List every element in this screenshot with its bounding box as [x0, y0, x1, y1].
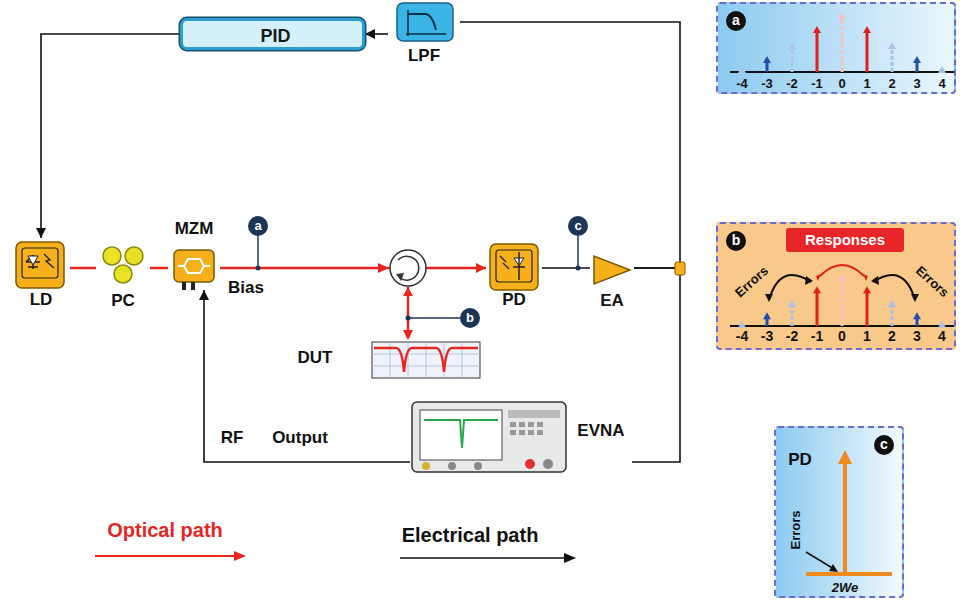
- device-block: DUT: [290, 334, 482, 382]
- legend-text: Electrical path: [402, 524, 539, 546]
- amplifier-block: EA: [590, 252, 634, 310]
- signal-label: Output: [272, 429, 328, 448]
- filter-block: LPF: [388, 0, 460, 68]
- optical-connector: [150, 268, 168, 269]
- order-number: -2: [786, 329, 798, 344]
- axis-label: 2We: [832, 581, 859, 595]
- laser-diode-icon: [16, 242, 64, 288]
- electrical-connector: [365, 29, 388, 39]
- controller-box: PID: [180, 18, 365, 50]
- legend-samples: [95, 551, 576, 563]
- optical-connector: [70, 268, 96, 269]
- response-tag: Responses: [786, 228, 904, 252]
- node-label: MZM: [175, 220, 214, 239]
- tap-dot: [256, 266, 261, 271]
- optical-arrowheads: [403, 287, 413, 340]
- panel-badge: c: [874, 435, 894, 455]
- electrical-connector: [460, 22, 680, 268]
- tap-dot: [576, 266, 581, 271]
- pin-label: Bias: [228, 279, 264, 298]
- junction: [675, 262, 685, 275]
- node-label: LD: [30, 291, 53, 310]
- order-number: -3: [761, 77, 773, 91]
- order-number: 2: [888, 77, 895, 91]
- electrical-connector: [632, 268, 680, 462]
- order-number: 4: [938, 77, 945, 91]
- order-number: 2: [888, 329, 896, 344]
- leader-line: [257, 236, 259, 268]
- modulator-block: MZM: [168, 220, 220, 290]
- node-label: PC: [111, 291, 135, 310]
- electrical-connector: [542, 268, 590, 269]
- panel-badge: b: [726, 231, 746, 251]
- node-label: PID: [260, 27, 290, 47]
- error-note: Errors: [789, 510, 803, 549]
- callout-letter: c: [568, 216, 588, 236]
- order-number: 1: [863, 329, 871, 344]
- order-number: -3: [761, 329, 773, 344]
- node-label: DUT: [297, 349, 332, 368]
- callout-letter: b: [460, 308, 480, 328]
- order-number: -1: [811, 329, 823, 344]
- node-label: EA: [600, 291, 624, 310]
- order-number: 1: [863, 77, 870, 91]
- detector-block: PD: [486, 240, 542, 310]
- photodetector-icon: [490, 244, 538, 290]
- panel-badge: a: [726, 11, 746, 31]
- optical-connector: [220, 263, 486, 273]
- node-label: EVNA: [577, 422, 624, 441]
- panel-heading: PD: [788, 451, 812, 470]
- order-number: -1: [811, 77, 823, 91]
- signal-label: RF: [221, 429, 244, 448]
- amplifier-icon: [594, 256, 630, 284]
- electrical-connector: [36, 34, 180, 238]
- node-label: LPF: [408, 46, 440, 65]
- node-label: PD: [502, 291, 526, 310]
- order-number: 0: [838, 329, 846, 344]
- order-number: 0: [838, 77, 845, 91]
- callout-letter: a: [248, 216, 268, 236]
- tap-dot: [406, 316, 411, 321]
- dut-icon: [372, 342, 480, 378]
- controller-block: PC: [96, 244, 150, 310]
- lpf-icon: [397, 3, 453, 41]
- order-number: 3: [913, 329, 921, 344]
- leader-line: [577, 236, 579, 268]
- circulator: [378, 250, 426, 286]
- order-number: 4: [938, 329, 946, 344]
- order-number: -4: [736, 329, 748, 344]
- vna-instrument: [412, 402, 566, 472]
- legend-text: Optical path: [107, 519, 223, 541]
- order-number: -4: [736, 77, 748, 91]
- leader-line: [408, 317, 460, 319]
- polarization-controller: [103, 247, 143, 283]
- order-number: -2: [786, 77, 798, 91]
- modulator-icon: [174, 250, 214, 290]
- analyzer-block: EVNA: [410, 400, 632, 474]
- laser-block: LD: [12, 238, 70, 310]
- node-label: Responses: [805, 232, 885, 249]
- order-number: 3: [913, 77, 920, 91]
